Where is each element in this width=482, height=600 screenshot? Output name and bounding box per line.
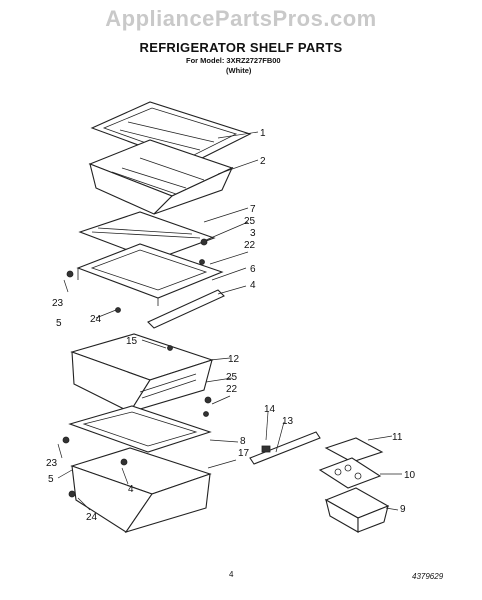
callout: 13 (282, 416, 294, 427)
callout: 24 (86, 512, 98, 523)
part-egg-bin (324, 487, 390, 533)
part-cover-glass (90, 101, 252, 165)
callout: 2 (260, 156, 266, 167)
watermark: AppliancePartsPros.com (105, 6, 377, 31)
part-lower-pan (70, 333, 214, 413)
callout: 23 (46, 458, 58, 469)
callout: 4 (128, 484, 134, 495)
model-line: For Model: 3XRZ2727FB00 (186, 56, 281, 65)
callout: 22 (244, 240, 256, 251)
part-bottom-drawer (70, 447, 212, 533)
callout: 9 (400, 504, 406, 515)
callout: 7 (250, 204, 256, 215)
callout: 25 (226, 372, 238, 383)
callout: 10 (404, 470, 416, 481)
callout: 22 (226, 384, 238, 395)
part-lower-shelf (68, 405, 212, 453)
part-egg-tray (318, 457, 382, 489)
callout: 17 (238, 448, 250, 459)
part-divider-rail (147, 289, 225, 329)
callout: 25 (244, 216, 256, 227)
callout: 5 (56, 318, 62, 329)
page-number: 4 (229, 570, 234, 579)
callout: 12 (228, 354, 240, 365)
callout: 11 (392, 432, 403, 443)
callout: 24 (90, 314, 102, 325)
callout-labels: 1 2 7 25 3 22 6 4 23 5 24 15 12 25 22 14… (46, 128, 416, 523)
color-line: (White) (226, 66, 252, 75)
callout: 5 (48, 474, 54, 485)
callout: 4 (250, 280, 256, 291)
callout: 3 (250, 228, 256, 239)
part-bracket (249, 431, 321, 465)
leader-lines (57, 131, 402, 511)
part-crisper-pan (88, 139, 234, 215)
part-egg-cover (324, 437, 384, 463)
part-shelf-frame (76, 243, 224, 306)
callout: 8 (240, 436, 246, 447)
callout: 15 (126, 336, 138, 347)
callout: 23 (52, 298, 64, 309)
page-title: REFRIGERATOR SHELF PARTS (139, 40, 343, 55)
callout: 1 (260, 128, 266, 139)
callout: 14 (264, 404, 276, 415)
document-number: 4379629 (412, 572, 444, 581)
callout: 6 (250, 264, 256, 275)
part-hardware (62, 238, 212, 498)
